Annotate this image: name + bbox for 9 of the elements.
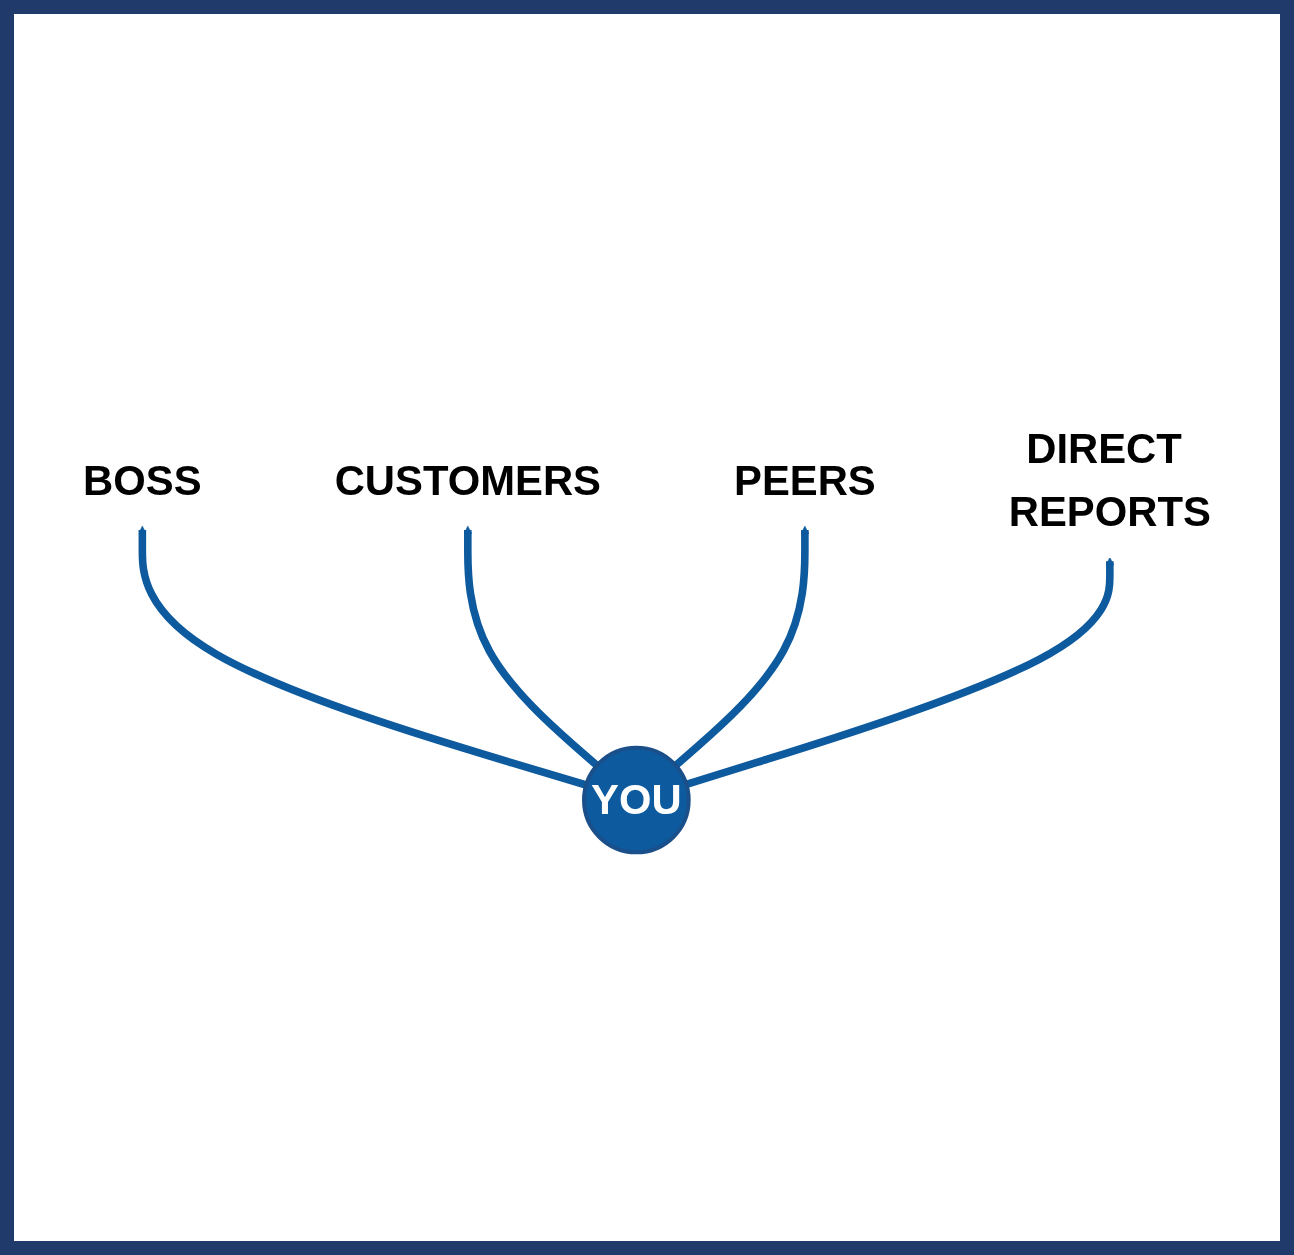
- node-circle: [582, 745, 691, 854]
- arrow: [685, 556, 1114, 788]
- arrow: [673, 525, 810, 768]
- arrow: [138, 525, 588, 789]
- arrow: [463, 525, 600, 768]
- node-text: BOSS: [83, 456, 202, 503]
- node-text: PEERS: [734, 456, 876, 503]
- node-text: CUSTOMERS: [334, 456, 601, 503]
- node-text: DIRECT REPORTS: [1008, 424, 1211, 535]
